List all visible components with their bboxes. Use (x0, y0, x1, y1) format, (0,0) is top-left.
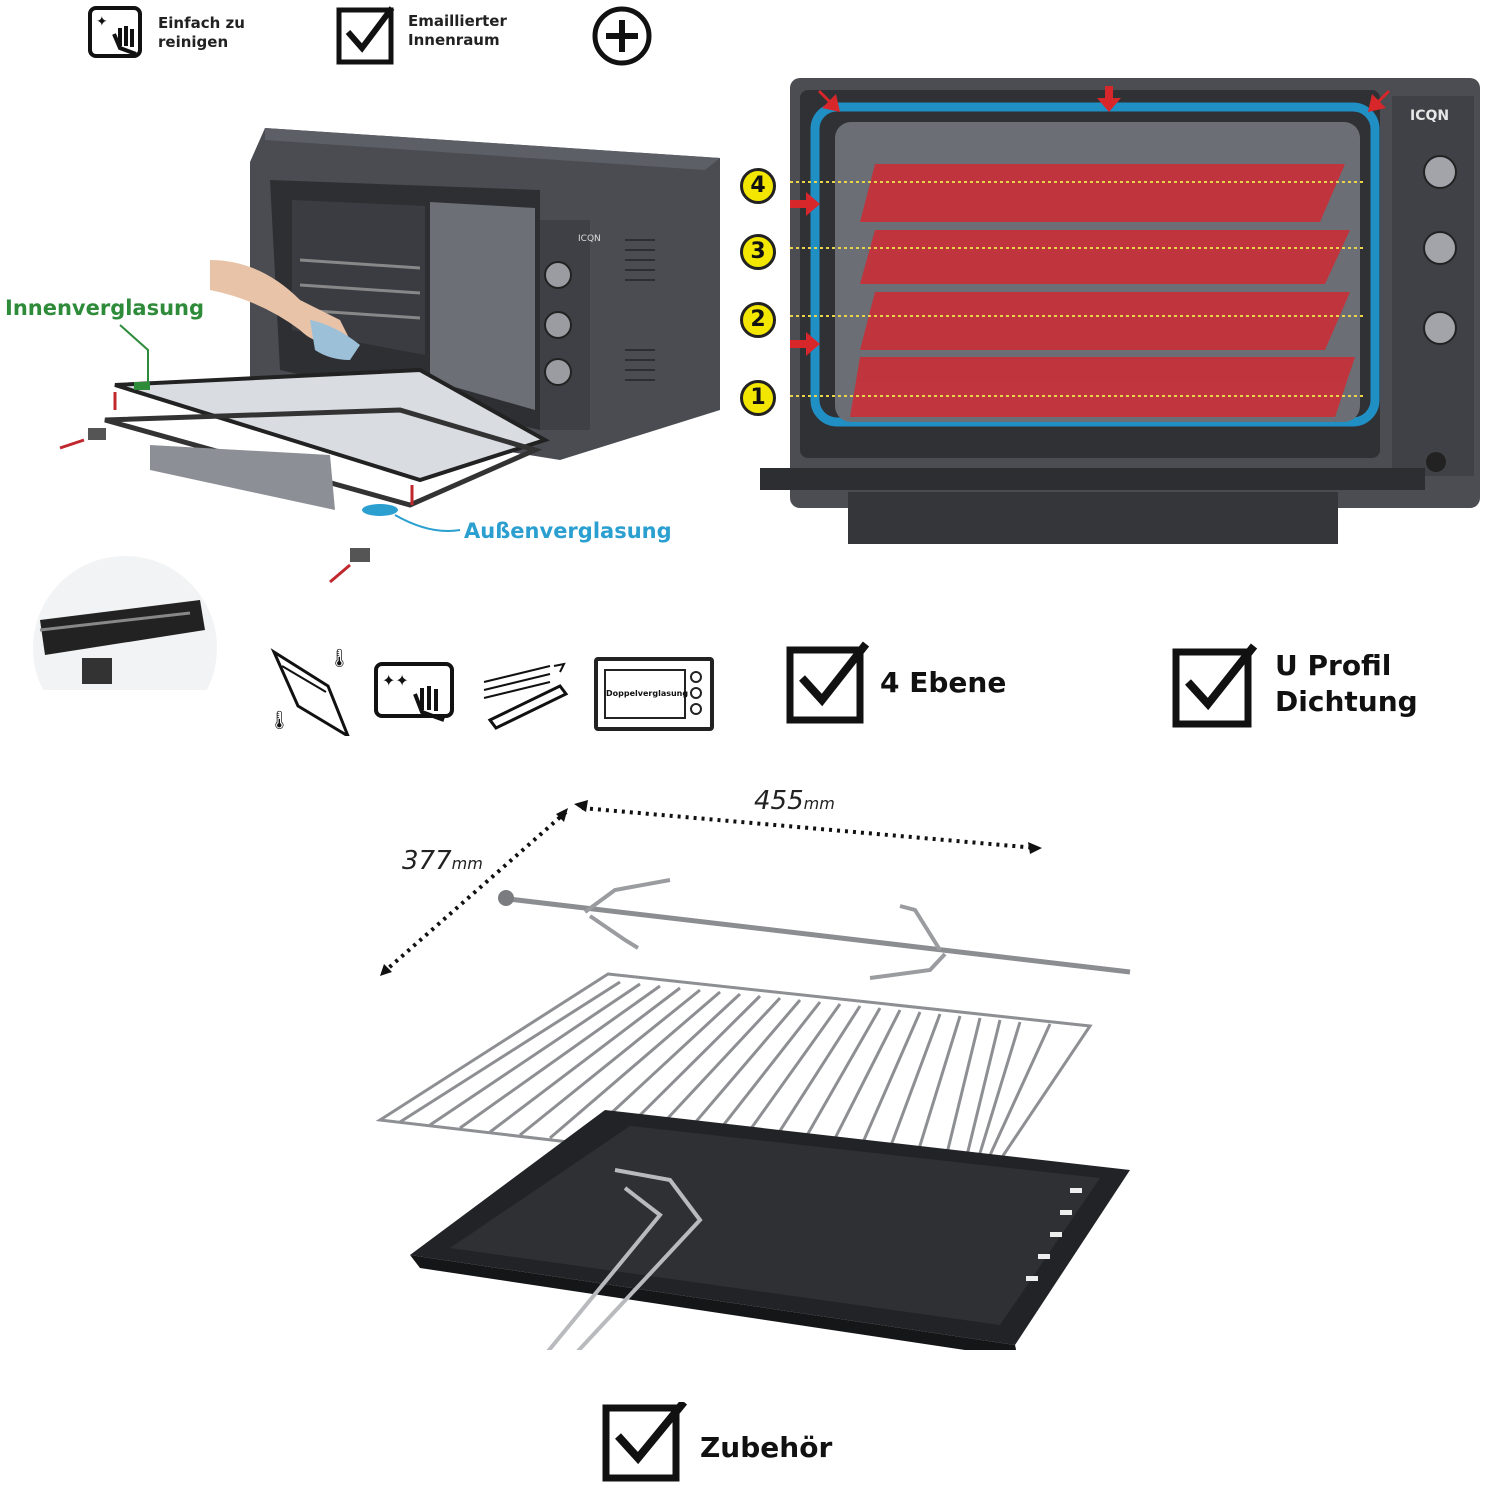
level-badge-2: 2 (740, 302, 776, 338)
width-dimension: 455mm (754, 786, 835, 816)
level-badge-4: 4 (740, 168, 776, 204)
easy-clean-line1: Einfach zu (158, 14, 245, 32)
level-badge-3: 3 (740, 234, 776, 270)
depth-unit: mm (451, 854, 483, 873)
width-value: 455 (754, 786, 804, 816)
levels-label: 4 Ebene (880, 666, 1007, 699)
depth-dimension: 377mm (402, 846, 483, 876)
inner-glass-label: Innenverglasung (5, 296, 205, 320)
seal-line1: U Profil (1275, 649, 1392, 682)
svg-text:✦✦: ✦✦ (382, 671, 409, 690)
oven-right-illustration (760, 78, 1480, 544)
svg-text:✦: ✦ (96, 14, 108, 30)
feature-enamel: Emaillierter Innenraum (336, 2, 536, 66)
seal-check-icon (1172, 643, 1258, 728)
svg-text:🌡: 🌡 (328, 648, 351, 669)
width-unit: mm (803, 794, 835, 813)
dimension-lines (380, 800, 1042, 976)
levels-check-icon (786, 641, 870, 724)
accessories-check-icon (602, 1402, 688, 1482)
door-temperature-icon: 🌡 🌡 (268, 648, 351, 736)
oven-right-brand: ICQN (1410, 108, 1450, 124)
double-glass-label: Doppelverglasung (604, 669, 688, 719)
feature-easy-clean: ✦ Einfach zu reinigen (84, 2, 264, 62)
accessories-illustration (375, 878, 1131, 1350)
outer-glass-label: Außenverglasung (464, 519, 672, 543)
plus-circle-icon (592, 6, 652, 66)
checkbox-icon (336, 6, 395, 65)
enamel-line1: Emaillierter (408, 12, 507, 30)
oven-left-illustration (33, 128, 720, 690)
double-glass-icon: Doppelverglasung (594, 657, 714, 731)
easy-clean-line2: reinigen (158, 33, 229, 51)
level-badge-1: 1 (740, 380, 776, 416)
seal-line2: Dichtung (1275, 685, 1418, 718)
accessories-label: Zubehör (700, 1431, 833, 1464)
door-hinge-icon (483, 662, 569, 730)
hand-wipe-icon: ✦ (88, 6, 142, 58)
svg-text:🌡: 🌡 (268, 710, 291, 731)
hand-wipe-icon-2: ✦✦ (374, 662, 454, 722)
depth-value: 377 (402, 846, 452, 876)
enamel-line2: Innenraum (408, 31, 500, 49)
oven-left-brand: ICQN (578, 234, 601, 244)
